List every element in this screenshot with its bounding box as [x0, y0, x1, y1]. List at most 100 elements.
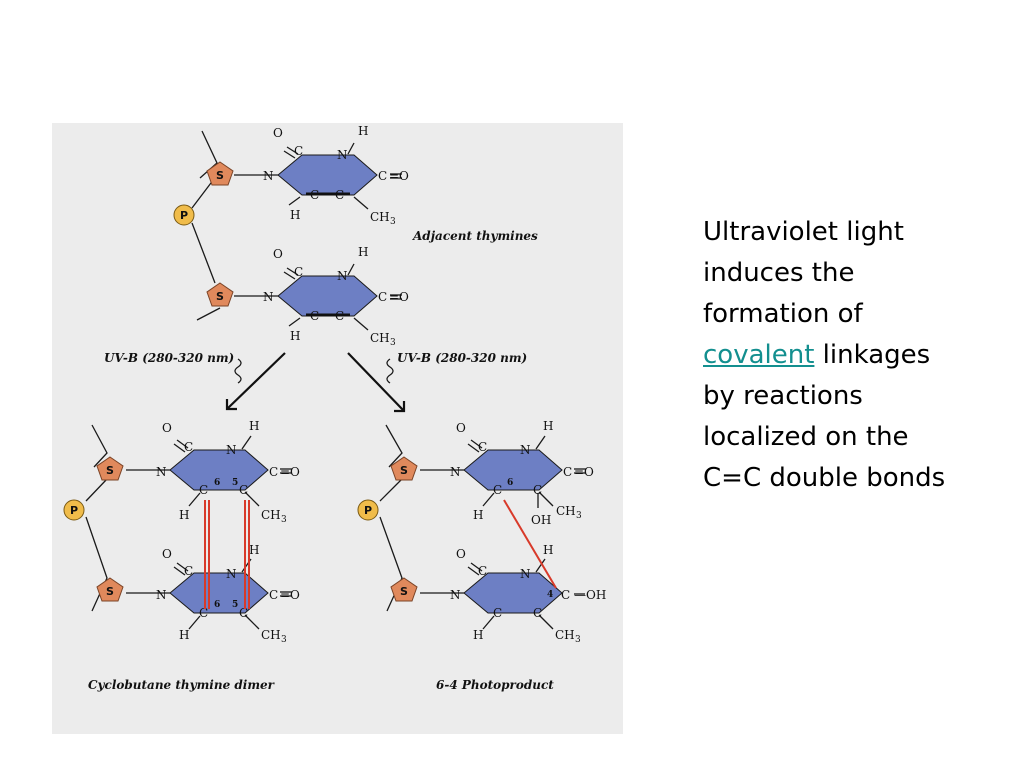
atom-h: H: [290, 329, 300, 343]
atom-carbonyl: =O: [389, 290, 409, 304]
thymine-ring: [277, 275, 378, 317]
atom-h: H: [358, 245, 368, 259]
svg-text:3: 3: [281, 635, 287, 645]
sugar-badge: S: [390, 456, 418, 481]
atom-n: N: [337, 269, 348, 283]
atom-n: N: [337, 148, 348, 162]
atom-n: N: [156, 465, 167, 479]
dna-damage-figure: O C H N N C =O C C H CH 3: [52, 123, 623, 734]
atom-n: N: [450, 465, 461, 479]
sugar-badge: S: [96, 577, 124, 602]
position-6: 6: [507, 478, 513, 488]
svg-text:3: 3: [575, 635, 581, 645]
atom-c: C: [335, 188, 344, 202]
caption-line: covalent linkages: [703, 335, 1003, 376]
atom-oh: OH: [531, 513, 551, 527]
atom-n: N: [263, 169, 274, 183]
atom-n: N: [263, 290, 274, 304]
atom-n: N: [226, 443, 237, 457]
arrow-right-icon: [347, 352, 405, 412]
thymine-top-upper: O C H N N C =O C C H CH 3: [234, 124, 409, 227]
position-6: 6: [214, 478, 220, 488]
thymine-dimer-upper: O C H N N C =O C C 6 5 H CH 3: [126, 419, 300, 525]
atom-ch3: CH: [261, 628, 281, 642]
caption-line: C=C double bonds: [703, 463, 946, 493]
covalent-link[interactable]: covalent: [703, 340, 815, 370]
slide-caption: Ultraviolet light induces the formation …: [703, 212, 1003, 499]
svg-text:3: 3: [576, 511, 582, 521]
backbone-top-4: [196, 307, 221, 321]
atom-h: H: [179, 508, 189, 522]
atom-c: C: [378, 290, 387, 304]
caption-line: by reactions: [703, 381, 863, 411]
atom-o: O: [162, 421, 172, 435]
backbone-top-3: [191, 222, 216, 284]
adjacent-thymines-group: O C H N N C =O C C H CH 3: [173, 124, 538, 348]
photoproduct-label: 6-4 Photoproduct: [436, 678, 554, 692]
atom-h: H: [473, 628, 483, 642]
atom-c: C: [478, 440, 487, 454]
phosphate-badge: P: [173, 204, 195, 226]
atom-c: C: [563, 465, 572, 479]
atom-o: O: [456, 421, 466, 435]
atom-c: C: [184, 440, 193, 454]
backbone-top-1: [199, 130, 218, 179]
atom-h: H: [290, 208, 300, 222]
position-4: 4: [547, 590, 553, 600]
caption-line: localized on the: [703, 422, 909, 452]
thymine-ring: [169, 449, 269, 491]
thymine-dimer-lower: O C H N N C =O C C 6 5 H CH 3: [126, 543, 300, 645]
atom-n: N: [226, 567, 237, 581]
caption-line: Ultraviolet light: [703, 217, 904, 247]
atom-n: N: [450, 588, 461, 602]
photoproduct-group: O C H N N C =O C C 6 H OH CH 3: [357, 419, 606, 692]
thymine-ring: [277, 154, 378, 196]
svg-text:3: 3: [390, 338, 396, 348]
atom-ch3: CH: [556, 504, 576, 518]
atom-h: H: [473, 508, 483, 522]
svg-text:S: S: [400, 464, 408, 477]
cyclobutane-label: Cyclobutane thymine dimer: [88, 678, 276, 692]
uv-reaction-arrows: UV-B (280-320 nm) UV-B (280-320 nm): [104, 351, 527, 413]
sugar-badge: S: [390, 577, 418, 602]
atom-h: H: [543, 419, 553, 433]
svg-text:P: P: [180, 209, 188, 222]
six-four-bond: [503, 499, 557, 589]
atom-h: H: [249, 419, 259, 433]
atom-ch3: CH: [261, 508, 281, 522]
sugar-badge: S: [206, 282, 234, 307]
caption-text: linkages: [814, 340, 931, 370]
atom-c: C: [199, 606, 208, 620]
svg-text:P: P: [70, 504, 78, 517]
svg-text:S: S: [106, 464, 114, 477]
atom-carbonyl: =O: [574, 465, 594, 479]
uv-wave-right-icon: [386, 358, 394, 384]
uv-label-left: UV-B (280-320 nm): [104, 351, 234, 365]
atom-c: C: [310, 188, 319, 202]
uv-wave-left-icon: [234, 358, 242, 384]
atom-n: N: [520, 567, 531, 581]
atom-carbonyl: =O: [389, 169, 409, 183]
atom-c: C: [335, 309, 344, 323]
atom-ch3: CH: [370, 210, 390, 224]
atom-c: C: [533, 606, 542, 620]
thymine-ring: [463, 572, 563, 614]
atom-c: C: [294, 144, 303, 158]
sugar-badge: S: [96, 456, 124, 481]
atom-c: C: [310, 309, 319, 323]
arrow-left-icon: [226, 352, 286, 410]
position-5: 5: [232, 478, 238, 488]
atom-c: C: [493, 483, 502, 497]
atom-o: O: [456, 547, 466, 561]
atom-c: C: [294, 265, 303, 279]
atom-ch3: CH: [370, 331, 390, 345]
svg-text:S: S: [400, 585, 408, 598]
svg-text:S: S: [216, 169, 224, 182]
adjacent-thymines-label: Adjacent thymines: [412, 229, 538, 243]
position-6: 6: [214, 600, 220, 610]
svg-text:S: S: [216, 290, 224, 303]
figure-svg: O C H N N C =O C C H CH 3: [63, 124, 606, 692]
phosphate-badge: P: [63, 499, 85, 521]
atom-c: C: [239, 483, 248, 497]
uv-label-right: UV-B (280-320 nm): [397, 351, 527, 365]
